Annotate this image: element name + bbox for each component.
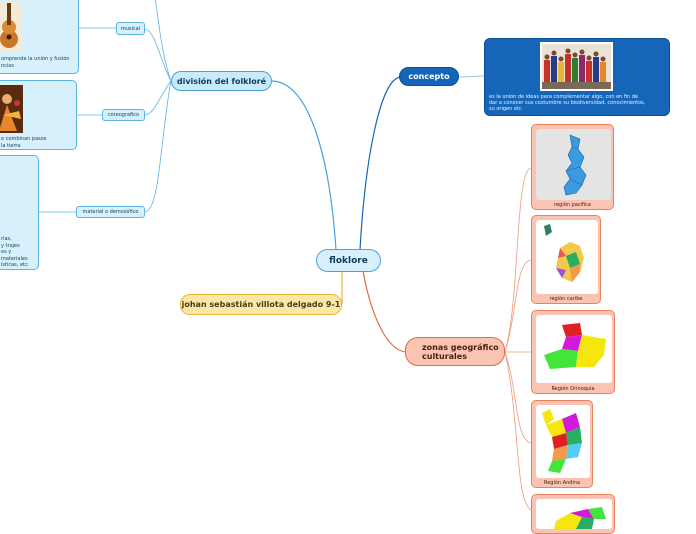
region-fifth-card[interactable] xyxy=(531,494,615,534)
region-caribe-label: región caribe xyxy=(549,296,583,302)
link-zonas-caribe xyxy=(504,259,532,353)
concepto-note-line: es la union de ideas para complementar a… xyxy=(489,94,639,100)
author-topic-label: johan sebastián villota delgado 9-1 xyxy=(181,300,341,309)
coreografico-note[interactable]: e combinan pasos la tierra xyxy=(0,80,77,150)
caribbean-region-map xyxy=(544,224,584,282)
region-caribe-card[interactable]: región caribe xyxy=(531,215,601,304)
material-note-line: es y xyxy=(1,249,12,255)
concepto-topic-label: concepto xyxy=(408,72,450,81)
connector-lines xyxy=(39,0,532,511)
zonas-topic-label: zonas geográfico xyxy=(422,342,499,352)
material-topic-label: material o demosófico xyxy=(82,209,139,215)
link-zonas-fifth xyxy=(504,351,532,511)
division-topic-label: división del folkloré xyxy=(176,76,267,86)
link-division-top xyxy=(154,0,172,82)
material-topic[interactable]: material o demosófico xyxy=(76,206,145,218)
division-topic[interactable]: división del folkloré xyxy=(171,71,272,91)
zonas-topic[interactable]: zonas geográfico culturales xyxy=(405,337,505,366)
region-pacifica-label: región pacifica xyxy=(554,202,591,208)
musical-note-line: ncias xyxy=(1,62,14,69)
zonas-topic-label: culturales xyxy=(422,351,467,361)
link-center-zonas xyxy=(362,270,407,353)
link-concepto-box xyxy=(458,75,485,78)
dance-image xyxy=(0,85,23,133)
link-center-division xyxy=(271,80,337,251)
orinoquia-region-map xyxy=(544,323,606,369)
musical-note[interactable]: omprende la unión y fusión ncias xyxy=(0,0,79,74)
central-topic[interactable]: floklore xyxy=(316,249,381,272)
concepto-note-line: su origen etc xyxy=(489,106,522,112)
material-note[interactable]: rias, y trajes es y materiales ísticas, … xyxy=(0,155,39,270)
region-orinoquia-card[interactable]: Región Orinoquia xyxy=(531,310,615,394)
author-topic[interactable]: johan sebastián villota delgado 9-1 xyxy=(180,294,342,315)
coreografico-topic[interactable]: coreografico xyxy=(102,109,145,121)
region-pacifica-card[interactable]: región pacifica xyxy=(531,124,614,210)
material-note-line: ísticas, etc. xyxy=(1,262,30,268)
link-center-concepto xyxy=(359,76,401,251)
coreografico-note-line: e combinan pasos xyxy=(1,136,47,142)
material-note-line: rias, xyxy=(1,236,12,242)
link-division-coreografico xyxy=(144,80,172,116)
andean-region-map xyxy=(542,409,582,473)
pacific-region-map xyxy=(563,134,587,196)
region-andina-card[interactable]: Región Andina xyxy=(531,400,593,488)
material-note-line: materiales xyxy=(1,255,28,262)
folk-group-photo xyxy=(540,42,613,91)
guitar-image xyxy=(0,1,21,51)
link-division-musical xyxy=(144,28,172,82)
musical-note-line: omprende la unión y fusión xyxy=(1,56,70,62)
musical-topic-label: musical xyxy=(120,25,141,32)
concepto-note-line: dar a conocer sus costumbre su biodivers… xyxy=(489,100,646,106)
link-division-material xyxy=(144,80,172,213)
region-orinoquia-label: Región Orinoquia xyxy=(551,386,595,392)
region-andina-label: Región Andina xyxy=(543,480,581,486)
central-topic-label: floklore xyxy=(329,255,368,266)
material-note-line: y trajes xyxy=(1,242,20,249)
coreografico-topic-label: coreografico xyxy=(107,112,140,118)
fifth-region-map xyxy=(554,507,606,529)
link-zonas-andina xyxy=(504,351,532,444)
link-zonas-pacifica xyxy=(504,167,532,353)
concepto-note[interactable]: es la union de ideas para complementar a… xyxy=(484,38,670,116)
musical-topic[interactable]: musical xyxy=(116,22,145,35)
coreografico-note-line: la tierra xyxy=(1,142,21,149)
concepto-topic[interactable]: concepto xyxy=(399,67,459,86)
mind-map-canvas: floklore johan sebastián villota delgado… xyxy=(0,0,670,534)
